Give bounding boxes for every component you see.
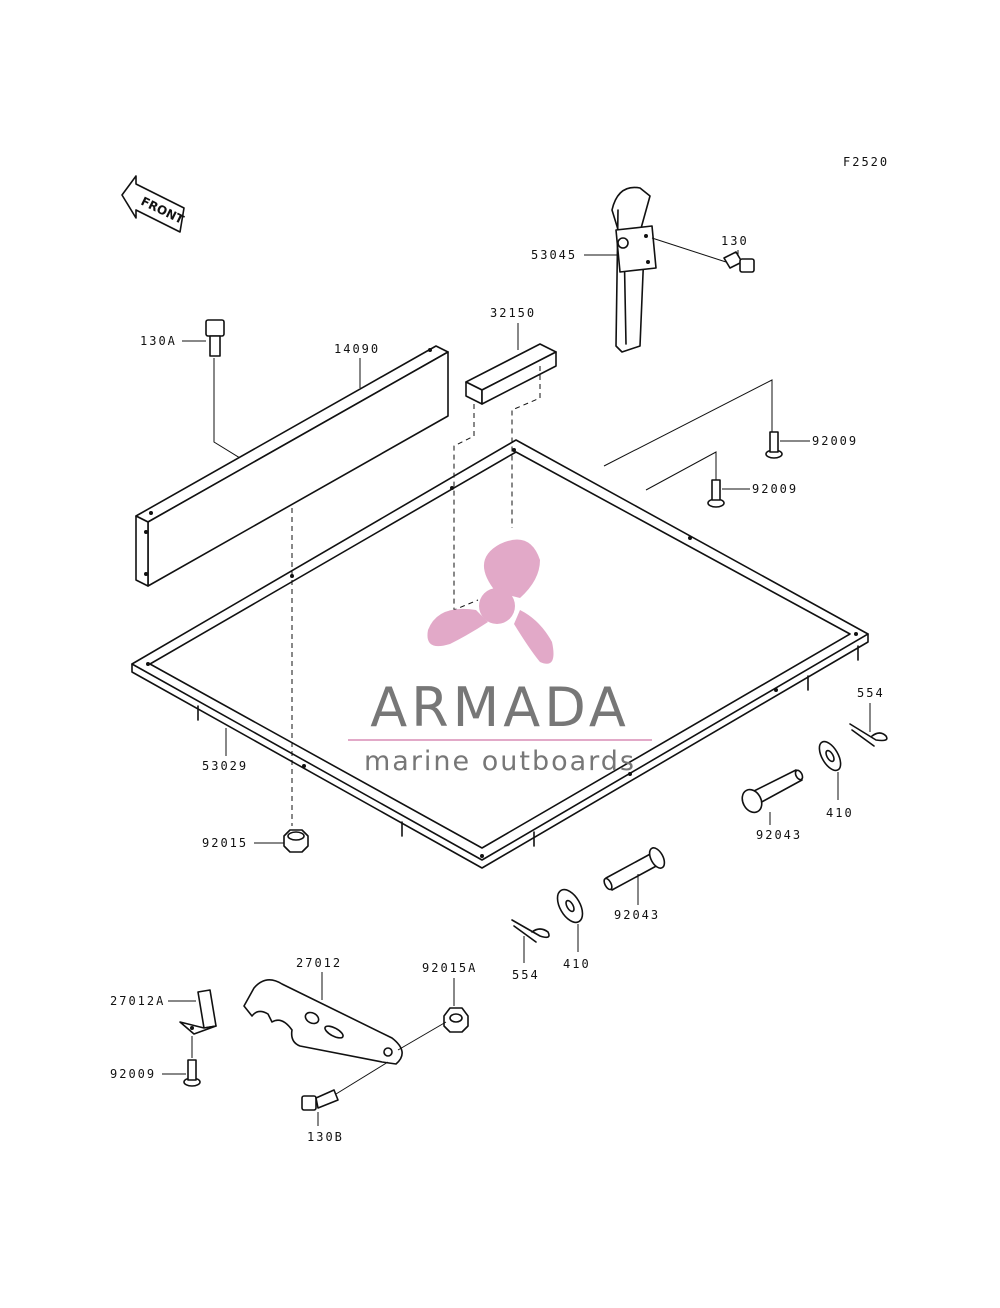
watermark-tagline: marine outboards xyxy=(364,746,636,777)
cotter-pin-part-554-b xyxy=(511,919,550,943)
pin-part-92043-b xyxy=(603,847,666,891)
bracket-part-32150 xyxy=(465,343,557,405)
figure-code: F2520 xyxy=(843,155,889,169)
frame-part-53029 xyxy=(131,439,869,869)
label-14090: 14090 xyxy=(334,342,380,356)
watermark-brand: ARMADA xyxy=(370,676,630,739)
front-arrow-icon: FRONT xyxy=(121,175,187,233)
nut-part-92015 xyxy=(283,829,309,853)
hook-bracket-part-27012 xyxy=(243,979,403,1065)
label-92043-a: 92043 xyxy=(756,828,802,842)
label-410-a: 410 xyxy=(826,806,854,820)
label-27012A: 27012A xyxy=(110,994,165,1008)
label-554-a: 554 xyxy=(857,686,885,700)
label-92009-b: 92009 xyxy=(752,482,798,496)
bolt-part-130 xyxy=(723,251,755,273)
label-53029: 53029 xyxy=(202,759,248,773)
label-92015: 92015 xyxy=(202,836,248,850)
stud-part-92009-a xyxy=(765,431,783,459)
washer-part-410-a xyxy=(818,740,842,772)
bolt-part-130B xyxy=(301,1089,339,1111)
bolt-part-130A xyxy=(205,319,225,357)
side-panel-part-14090 xyxy=(135,345,449,587)
label-92015A: 92015A xyxy=(422,961,477,975)
washer-part-410-b xyxy=(556,888,584,924)
stud-part-92009-c xyxy=(183,1059,201,1087)
label-554-b: 554 xyxy=(512,968,540,982)
label-32150: 32150 xyxy=(490,306,536,320)
label-92009-c: 92009 xyxy=(110,1067,156,1081)
nut-part-92015A xyxy=(443,1007,469,1033)
handle-part-53045 xyxy=(611,186,657,353)
cotter-pin-part-554-a xyxy=(849,723,888,747)
label-130B: 130B xyxy=(307,1130,344,1144)
label-130: 130 xyxy=(721,234,749,248)
label-53045: 53045 xyxy=(531,248,577,262)
label-27012: 27012 xyxy=(296,956,342,970)
label-130A: 130A xyxy=(140,334,177,348)
armada-watermark: ARMADA marine outboards xyxy=(348,539,652,777)
pin-part-92043-a xyxy=(741,769,804,814)
label-92009-a: 92009 xyxy=(812,434,858,448)
label-92043-b: 92043 xyxy=(614,908,660,922)
small-bracket-part-27012A xyxy=(179,989,217,1035)
stud-part-92009-b xyxy=(707,479,725,508)
propeller-logo-icon xyxy=(427,539,554,664)
label-410-b: 410 xyxy=(563,957,591,971)
